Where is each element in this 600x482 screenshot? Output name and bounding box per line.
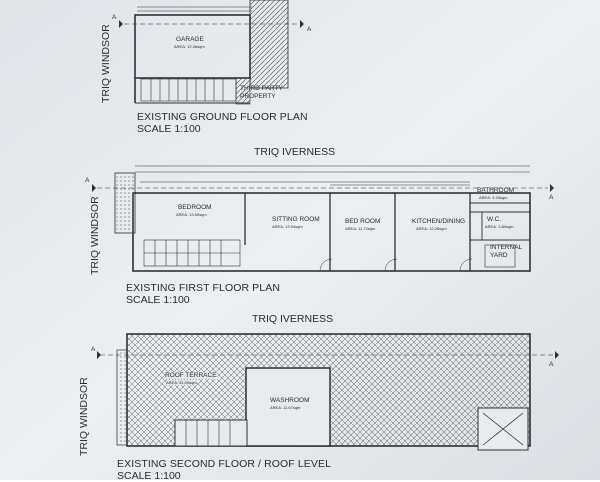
room-area-roof-terrace: AREA: 51.00sqm bbox=[166, 380, 197, 385]
room-area-bedroom: AREA: 13.50sqm bbox=[176, 212, 207, 217]
section-mark: A bbox=[91, 346, 96, 353]
room-name-bathroom: BATHROOM bbox=[477, 187, 515, 194]
room-name-roof-terrace: ROOF TERRACE bbox=[165, 372, 217, 379]
plan-scale-first: SCALE 1:100 bbox=[126, 294, 190, 306]
room-name-washroom: WASHROOM bbox=[270, 397, 310, 404]
room-name-sitting-room: SITTING ROOM bbox=[272, 216, 320, 223]
room-area-kitchen-dining: AREA: 12.26sqm bbox=[416, 226, 447, 231]
section-mark: A bbox=[112, 14, 117, 21]
street-label-iverness: TRIQ IVERNESS bbox=[254, 146, 336, 158]
room-name-bedroom: BEDROOM bbox=[178, 204, 212, 211]
section-mark: A bbox=[549, 361, 554, 368]
street-label-windsor: TRIQ WINDSOR bbox=[78, 377, 90, 456]
street-label-windsor: TRIQ WINDSOR bbox=[100, 24, 112, 103]
section-mark: A bbox=[549, 194, 554, 201]
room-area-washroom: AREA: 11.67sqm bbox=[270, 405, 301, 410]
room-area-garage: AREA: 12.46sqm bbox=[174, 44, 205, 49]
room-name-garage: GARAGE bbox=[176, 36, 204, 43]
room-name-internal-yard: INTERNAL YARD bbox=[490, 244, 523, 259]
plan-title-second: EXISTING SECOND FLOOR / ROOF LEVEL bbox=[117, 458, 332, 470]
room-name-third-party: THIRD PARTY PROPERTY bbox=[240, 85, 283, 100]
room-area-bathroom: AREA: 3.33sqm bbox=[479, 195, 508, 200]
room-area-wc: AREA: 1.60sqm bbox=[485, 224, 514, 229]
section-mark: A bbox=[307, 26, 312, 33]
street-label-iverness: TRIQ IVERNESS bbox=[252, 313, 334, 325]
room-name-kitchen-dining: KITCHEN/DINING bbox=[412, 218, 466, 225]
first-floor-plan bbox=[97, 165, 548, 272]
room-area-sitting-room: AREA: 13.94sqm bbox=[272, 224, 303, 229]
plan-scale-ground: SCALE 1:100 bbox=[137, 123, 201, 135]
room-name-bed-room: BED ROOM bbox=[345, 218, 381, 225]
ground-floor-plan bbox=[124, 0, 298, 105]
plan-scale-second: SCALE 1:100 bbox=[117, 470, 181, 482]
section-markers bbox=[92, 20, 559, 359]
room-area-bed-room: AREA: 11.72sqm bbox=[345, 226, 376, 231]
plan-title-ground: EXISTING GROUND FLOOR PLAN bbox=[137, 111, 308, 123]
section-mark: A bbox=[85, 177, 90, 184]
plan-title-first: EXISTING FIRST FLOOR PLAN bbox=[126, 282, 281, 294]
street-label-windsor: TRIQ WINDSOR bbox=[89, 196, 101, 275]
second-floor-plan bbox=[100, 333, 555, 451]
room-name-wc: W.C. bbox=[487, 216, 502, 223]
